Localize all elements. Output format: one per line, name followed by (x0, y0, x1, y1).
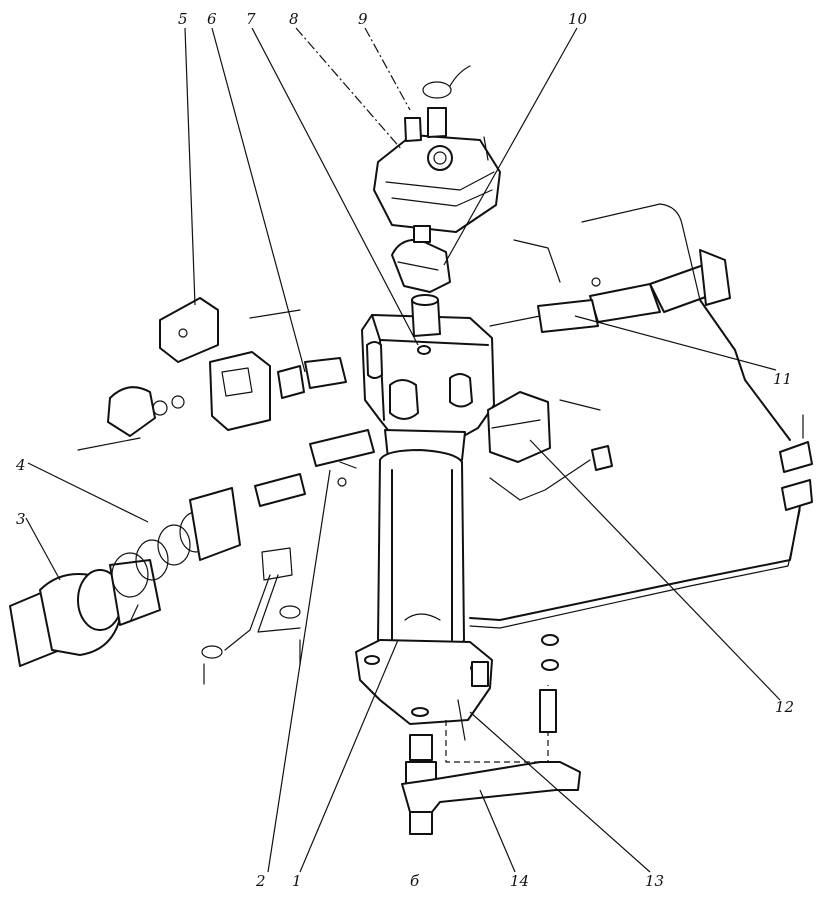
callout-8: 8 (289, 10, 299, 28)
callout-13: 13 (645, 872, 664, 890)
left-valve-assembly (77, 297, 347, 451)
callout-6: 6 (207, 10, 217, 28)
lower-left-bracket-pipes (201, 547, 301, 685)
top-cover-plate (373, 65, 501, 233)
callout-3: 3 (16, 510, 26, 528)
callout-2: 2 (255, 872, 266, 890)
callout-4: 4 (15, 456, 26, 474)
right-tubing (469, 299, 813, 629)
leader-lines (25, 27, 781, 873)
callout-9: 9 (358, 10, 368, 28)
right-actuator-cylinder (489, 203, 731, 333)
right-valve-block (487, 391, 613, 501)
callout-12: 12 (775, 698, 794, 716)
left-actuator-cylinder (9, 429, 375, 667)
small-fasteners (129, 136, 804, 623)
figure-letter: б (410, 872, 420, 890)
callout-11: 11 (773, 370, 792, 388)
callout-14: 14 (510, 872, 529, 890)
gear-segment (391, 225, 451, 293)
callout-labels: 5 6 7 8 9 10 11 12 4 3 2 1 б 14 13 (15, 10, 794, 890)
callout-5: 5 (178, 10, 188, 28)
callout-7: 7 (246, 10, 256, 28)
main-column-housing (355, 294, 495, 835)
bottom-lever-arm (401, 634, 581, 813)
callout-1: 1 (292, 872, 302, 890)
callout-10: 10 (568, 10, 588, 28)
